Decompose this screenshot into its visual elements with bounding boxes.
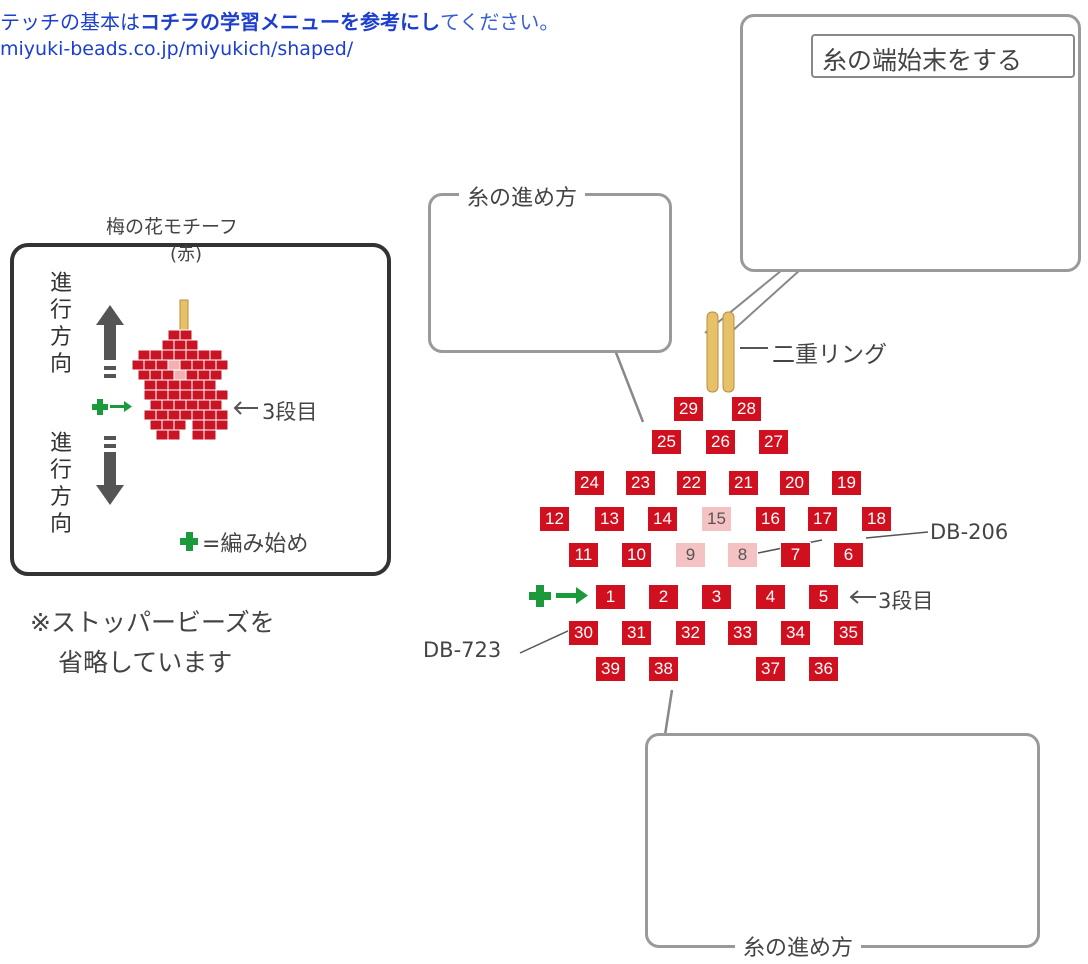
- bead: 30: [568, 620, 599, 646]
- bead: 29: [673, 396, 704, 422]
- bead: 38: [648, 656, 679, 682]
- callout-thread-end-label: 糸の端始末をする: [822, 46, 1023, 75]
- bead: 36: [808, 656, 839, 682]
- row3-label: 3段目: [878, 589, 934, 613]
- double-ring-label: 二重リング: [772, 342, 887, 368]
- note-line-2: 省略しています: [58, 648, 233, 677]
- bead: 28: [731, 396, 762, 422]
- row3-arrow-icon: [849, 590, 876, 604]
- bead: 7: [780, 542, 811, 568]
- bead: 21: [728, 470, 759, 496]
- header-text-tail: てください。: [440, 10, 560, 34]
- bead: 6: [833, 542, 864, 568]
- bead: 2: [648, 584, 679, 610]
- bead: 4: [755, 584, 786, 610]
- db206-label: DB-206: [930, 520, 1009, 544]
- bead: 25: [651, 429, 682, 455]
- pointer-line-top-left: [613, 349, 645, 423]
- bead: 1: [595, 584, 626, 610]
- bead: 18: [861, 506, 892, 532]
- direction-label-top: 進 行 方 向: [49, 271, 72, 377]
- callout-thread-path-top-label: 糸の進め方: [459, 180, 586, 212]
- direction-label-bottom: 進 行 方 向: [49, 431, 72, 537]
- bead: 26: [705, 429, 736, 455]
- callout-thread-path-top: [428, 193, 672, 353]
- bead: 34: [780, 620, 811, 646]
- callout-thread-end-label-box: [811, 34, 1075, 78]
- bead: 14: [647, 506, 678, 532]
- mini-row-arrow-icon: [233, 401, 258, 415]
- bead: 10: [621, 542, 652, 568]
- bead: 16: [755, 506, 786, 532]
- db723-label: DB-723: [423, 638, 502, 662]
- bead: 37: [755, 656, 786, 682]
- callout-thread-path-bottom-label: 糸の進め方: [735, 930, 862, 962]
- main-start-marker-icon: [529, 585, 588, 607]
- header-url[interactable]: miyuki-beads.co.jp/miyukich/shaped/: [0, 38, 354, 60]
- bead: 11: [568, 542, 599, 568]
- bead: 5: [808, 584, 839, 610]
- pointer-line-bottom: [663, 689, 674, 736]
- bead: 17: [807, 506, 838, 532]
- direction-arrow-down-icon: [96, 436, 124, 505]
- header-line-1: テッチの基本はコチラの学習メニューを参考にしてください。: [0, 6, 559, 35]
- bead: 19: [831, 470, 862, 496]
- legend-start-marker-icon: [180, 532, 198, 551]
- bead: 33: [727, 620, 758, 646]
- bead: 13: [594, 506, 625, 532]
- bead: 32: [675, 620, 706, 646]
- bead: 23: [625, 470, 656, 496]
- bead: 9: [675, 542, 706, 568]
- note-line-1: ※ストッパービーズを: [30, 608, 275, 637]
- header-text: テッチの基本は: [0, 10, 140, 34]
- db206-leader-tail: [865, 531, 929, 539]
- motif-title: 梅の花モチーフ: [98, 212, 246, 239]
- double-ring-icon: [706, 311, 735, 393]
- bead: 35: [833, 620, 864, 646]
- bead: 27: [758, 429, 789, 455]
- bead: 20: [779, 470, 810, 496]
- direction-arrow-up-icon: [96, 305, 124, 378]
- mini-row-marker: 3段目: [262, 400, 318, 424]
- bead: 15: [701, 506, 732, 532]
- db723-leader: [519, 629, 571, 654]
- bead: 3: [701, 584, 732, 610]
- pointer-line-top-right-b: [729, 269, 801, 334]
- bead: 24: [574, 470, 605, 496]
- bead: 31: [621, 620, 652, 646]
- bead: 22: [676, 470, 707, 496]
- mini-motif-icon: [131, 299, 229, 441]
- header-link[interactable]: コチラの学習メニューを参考にし: [140, 10, 440, 34]
- mini-start-marker-icon: [92, 399, 132, 415]
- bead: 12: [539, 506, 570, 532]
- legend-text: =編み始め: [202, 532, 309, 557]
- motif-subtitle: (赤): [170, 244, 203, 265]
- bead: 39: [595, 656, 626, 682]
- callout-thread-path-bottom: [645, 733, 1040, 948]
- bead: 8: [727, 542, 758, 568]
